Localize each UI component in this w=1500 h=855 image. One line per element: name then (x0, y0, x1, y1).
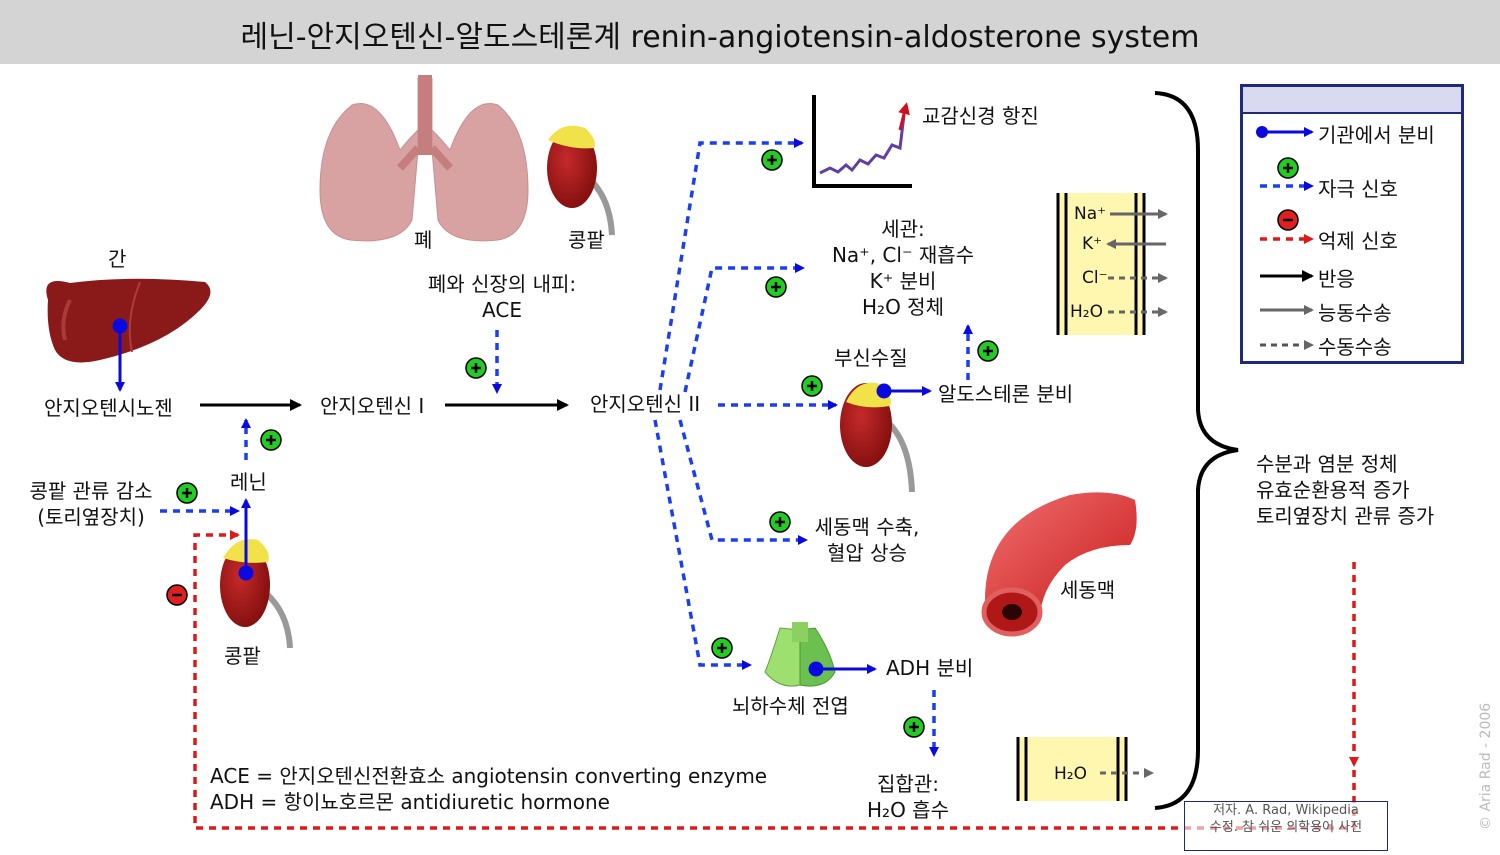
summary-brace (1154, 91, 1239, 810)
adrenal-kidney-image (840, 382, 915, 493)
page-title: 레닌-안지오텐신-알도스테론계 renin-angiotensin-aldost… (240, 20, 1200, 55)
channel-h2o-collecting-label: H₂O (1054, 764, 1087, 784)
lung-image (319, 75, 529, 242)
title-bar (0, 0, 1500, 64)
liver-label: 간 (108, 247, 127, 271)
arteriole-label: 세동맥 (1060, 578, 1116, 602)
sympathetic-chart-icon (812, 95, 912, 188)
liver-image (46, 278, 211, 363)
pituitary-image (764, 622, 836, 687)
legend-active-transport-label: 능동수송 (1318, 301, 1392, 325)
pituitary-label: 뇌하수체 전엽 (732, 694, 849, 718)
collecting-duct-label: 집합관:H₂O 흡수 (867, 772, 949, 822)
legend-header (1243, 87, 1461, 114)
kidney-top-label: 콩팥 (568, 228, 605, 252)
sympathetic-label: 교감신경 항진 (922, 104, 1039, 128)
legend-inhibition-label: 억제 신호 (1318, 229, 1398, 253)
legend-passive-transport-label: 수동수송 (1318, 335, 1392, 359)
secretion-arrows (112, 318, 932, 677)
angiotensin1-label: 안지오텐신 I (320, 394, 425, 418)
credit-box: 저자. A. Rad, Wikipedia 수정. 참 쉬운 의학용어 사전 (1184, 801, 1388, 851)
abbreviation-ace: ACE = 안지오텐신전환효소 angiotensin converting e… (210, 764, 768, 788)
channel-cl-label: Cl⁻ (1082, 268, 1108, 288)
collecting-membrane (1016, 737, 1154, 801)
abbreviation-adh: ADH = 항이뇨호르몬 antidiuretic hormone (210, 790, 610, 814)
kidney-bottom-label: 콩팥 (224, 644, 261, 668)
channel-k-label: K⁺ (1082, 234, 1103, 254)
kidney-bottom-image (220, 539, 293, 649)
aldosterone-label: 알도스테론 분비 (938, 382, 1074, 406)
angiotensin2-label: 안지오텐신 II (590, 392, 701, 416)
lung-label: 폐 (414, 228, 433, 252)
kidney-top-image (547, 125, 615, 236)
legend-secretion-label: 기관에서 분비 (1318, 123, 1435, 147)
channel-na-label: Na⁺ (1074, 204, 1107, 224)
arteriole-image (981, 492, 1137, 637)
legend (1240, 84, 1464, 364)
legend-symbols (1256, 126, 1314, 350)
credit-author: 저자. A. Rad, Wikipedia (1213, 803, 1359, 818)
credit-editor: 수정. 참 쉬운 의학용어 사전 (1209, 820, 1363, 835)
angiotensinogen-label: 안지오텐시노젠 (44, 396, 173, 420)
stimulus-plus-markers (176, 149, 999, 738)
ace-source-label: 폐와 신장의 내피:ACE (427, 272, 577, 322)
copyright-text: © Aria Rad - 2006 (1478, 702, 1494, 830)
inhibition-minus-marker (166, 584, 188, 606)
adrenal-label: 부신수질 (834, 346, 908, 370)
vasoconstriction-label: 세동맥 수축,혈압 상승 (814, 515, 920, 565)
stimulus-arrows (160, 138, 973, 757)
tubule-membrane (1056, 193, 1168, 335)
legend-reaction-label: 반응 (1318, 267, 1355, 291)
legend-stimulus-label: 자극 신호 (1318, 177, 1398, 201)
adh-label: ADH 분비 (886, 656, 974, 680)
stimulus-label: 콩팥 관류 감소(토리옆장치) (29, 479, 153, 529)
inhibition-arrow (193, 530, 1359, 830)
channel-h2o-label: H₂O (1070, 302, 1103, 322)
renin-label: 레닌 (230, 470, 267, 494)
